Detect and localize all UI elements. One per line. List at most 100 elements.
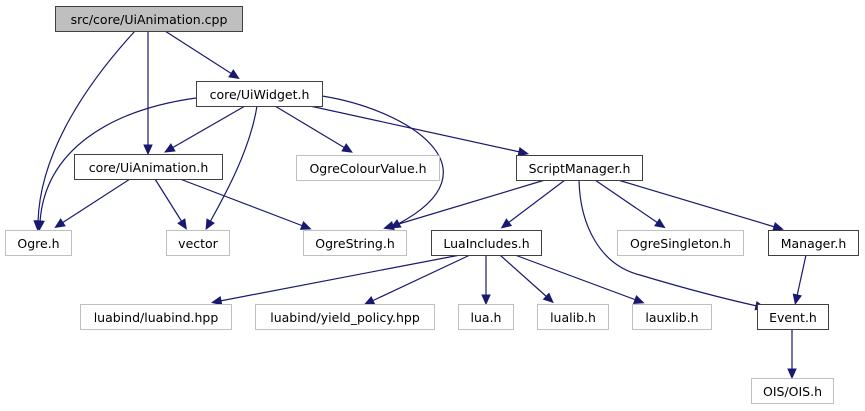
edge-luaincludes_h-to-luabind_hpp [210, 254, 461, 306]
arrowhead-icon [341, 143, 353, 153]
edge-line [507, 179, 566, 224]
node-label: core/UiAnimation.h [89, 160, 209, 175]
nodes-layer: src/core/UiAnimation.cpp core/UiWidget.h c… [5, 6, 859, 404]
edge-event_h-to-ois_h [787, 329, 797, 380]
arrowhead-icon [654, 218, 666, 229]
edge-uianimation_cpp-to-uiwidget_h [164, 30, 240, 79]
edge-line [321, 95, 444, 225]
arrowhead-icon [205, 218, 215, 231]
node-label: src/core/UiAnimation.cpp [71, 12, 228, 27]
node-box [166, 230, 230, 256]
node-box [757, 304, 829, 330]
edge-line [209, 105, 258, 223]
node-luabind-hpp: luabind/luabind.hpp [80, 304, 232, 330]
arrowhead-icon [210, 296, 223, 306]
node-box [458, 304, 514, 330]
node-lua-h: lua.h [458, 304, 514, 330]
node-label: Ogre.h [17, 236, 59, 251]
arrowhead-icon [35, 220, 45, 232]
node-label: OgreSingleton.h [630, 236, 731, 251]
node-box [768, 230, 859, 256]
edge-line [578, 179, 758, 307]
arrowhead-icon [299, 221, 312, 230]
node-label: Manager.h [781, 236, 847, 251]
arrowhead-icon [228, 69, 240, 79]
node-vector: vector [166, 230, 230, 256]
node-box [632, 304, 712, 330]
edge-line [309, 105, 521, 153]
node-box [80, 304, 232, 330]
node-box [516, 155, 643, 181]
node-ogrestring-h: OgreString.h [303, 230, 407, 256]
arrowhead-icon [772, 222, 784, 232]
edge-line [514, 254, 637, 301]
edge-uiwidget_h-to-vector [205, 105, 258, 231]
edge-line [796, 254, 807, 297]
arrowhead-icon [143, 144, 153, 156]
node-label: lauxlib.h [645, 310, 698, 325]
arrowhead-icon [177, 218, 187, 230]
node-lauxlib-h: lauxlib.h [632, 304, 712, 330]
node-event-h[interactable]: Event.h [757, 304, 829, 330]
node-box [296, 155, 440, 181]
arrowhead-icon [517, 147, 530, 157]
edge-uianimation_cpp-to-uianimation_h [143, 31, 153, 156]
node-label: core/UiWidget.h [210, 87, 310, 102]
node-scriptmanager-h[interactable]: ScriptManager.h [516, 155, 643, 181]
edge-luaincludes_h-to-lualib_h [499, 254, 554, 304]
edge-luaincludes_h-to-yield_policy_hpp [363, 254, 471, 305]
arrowhead-icon [792, 293, 802, 306]
arrowhead-icon [383, 221, 395, 231]
edge-line [274, 105, 346, 149]
node-manager-h[interactable]: Manager.h [768, 230, 859, 256]
edge-line [171, 105, 246, 149]
node-luaincludes-h[interactable]: LuaIncludes.h [431, 230, 542, 256]
node-box [196, 81, 323, 107]
edge-line [499, 254, 548, 298]
node-ois-h: OIS/OIS.h [751, 378, 834, 404]
edge-scriptmanager_h-to-ogrestring_h [383, 179, 546, 231]
node-uiwidget-h[interactable]: core/UiWidget.h [196, 81, 323, 107]
node-label: LuaIncludes.h [443, 236, 529, 251]
edge-line [371, 254, 471, 302]
edge-luaincludes_h-to-lauxlib_h [514, 254, 645, 304]
node-label: ScriptManager.h [529, 161, 631, 176]
node-label: luabind/luabind.hpp [94, 310, 219, 325]
node-label: OgreColourValue.h [309, 161, 426, 176]
edge-line [154, 178, 183, 223]
node-ogresingleton-h: OgreSingleton.h [617, 230, 744, 256]
arrowhead-icon [54, 218, 66, 229]
node-box [303, 230, 407, 256]
node-label: OIS/OIS.h [763, 384, 822, 399]
node-label: lualib.h [550, 310, 596, 325]
node-uianimation-cpp[interactable]: src/core/UiAnimation.cpp [55, 6, 243, 32]
edge-uianimation_h-to-vector [154, 178, 187, 230]
edge-line [594, 179, 659, 224]
node-label: lua.h [471, 310, 502, 325]
arrowhead-icon [542, 292, 554, 304]
edge-line [179, 178, 304, 227]
node-label: vector [178, 236, 219, 251]
edge-scriptmanager_h-to-luaincludes_h [500, 179, 566, 229]
node-box [255, 304, 435, 330]
node-box [74, 154, 223, 180]
edges-layer [33, 30, 807, 380]
edge-uiwidget_h-to-scriptmanager_h [309, 105, 530, 157]
edge-uiwidget_h-to-ogrecolourvalue_h [274, 105, 353, 153]
arrowhead-icon [787, 368, 797, 380]
edge-scriptmanager_h-to-ogresingleton_h [594, 179, 666, 229]
edge-line [219, 254, 461, 302]
arrowhead-icon [481, 294, 491, 306]
node-box [537, 304, 609, 330]
edge-scriptmanager_h-to-manager_h [617, 179, 784, 232]
edge-uiwidget_h-to-ogre_h [35, 97, 197, 232]
node-box [617, 230, 744, 256]
node-uianimation-h[interactable]: core/UiAnimation.h [74, 154, 223, 180]
edge-line [164, 30, 233, 75]
edge-line [39, 97, 197, 223]
edge-manager_h-to-event_h [792, 254, 807, 306]
node-box [55, 6, 243, 32]
edge-line [617, 179, 776, 228]
edge-line [61, 178, 131, 224]
